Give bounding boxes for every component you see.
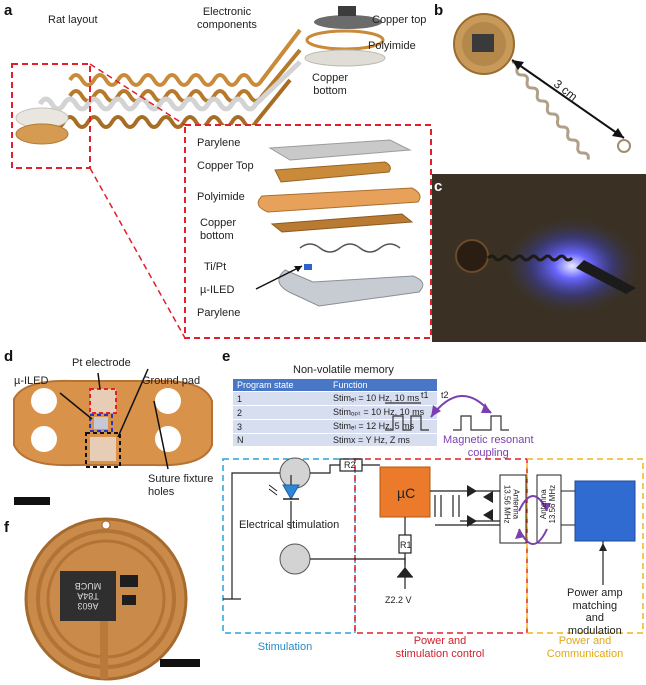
label-magnetic-coupling: Magnetic resonant coupling	[443, 434, 534, 459]
label-power-amp: Power amp matching and modulation	[567, 587, 623, 637]
panel-b: 3 cm	[432, 0, 646, 172]
table-row: 2 Stimₒₚₜ = 10 Hz, 10 ms	[233, 405, 437, 420]
label-uiled-d: µ-ILED	[14, 375, 49, 387]
memory-title: Non-volatile memory	[293, 364, 394, 376]
panel-e: Non-volatile memory Program state Functi…	[215, 345, 646, 685]
label-t2: t2	[441, 390, 449, 400]
table-header-function: Function	[329, 379, 437, 392]
table-row: 1 Stimₑₗ = 10 Hz, 10 ms	[233, 391, 437, 406]
label-polyimide: Polyimide	[368, 40, 416, 52]
panel-label-f: f	[4, 519, 9, 536]
table-header-program-state: Program state	[233, 379, 329, 392]
table-cell-state: 3	[233, 419, 329, 434]
label-copper-bottom: Copper bottom	[312, 72, 349, 97]
device-photo-b	[453, 13, 631, 160]
inset-label-polyimide: Polyimide	[197, 191, 245, 203]
program-state-table: Program state Function 1 Stimₑₗ = 10 Hz,…	[233, 379, 437, 447]
table-header-row: Program state Function	[233, 379, 437, 392]
exploded-device-illustration	[11, 6, 432, 339]
device-photo-f: A603 T84A MUCB	[24, 517, 200, 681]
table-row: N Stimx = Y Hz, Z ms	[233, 433, 437, 447]
circuit-schematic	[222, 395, 644, 634]
panel-label-b: b	[434, 2, 444, 19]
label-r2: R2	[344, 460, 356, 470]
table-cell-state: N	[233, 433, 329, 447]
label-electrical-stimulation: Electrical stimulation	[239, 519, 340, 531]
svg-text:MUCB: MUCB	[75, 581, 102, 591]
label-ground-pad: Ground pad	[142, 375, 201, 387]
section-label-power-comm: Power and Communication	[546, 635, 624, 660]
inset-label-parylene-bottom: Parylene	[197, 307, 241, 319]
svg-text:A603: A603	[77, 601, 98, 611]
label-pt-electrode: Pt electrode	[72, 357, 131, 369]
panel-label-e: e	[222, 348, 231, 365]
label-copper-top: Copper top	[372, 14, 427, 26]
label-rat-layout: Rat layout	[48, 14, 98, 26]
section-label-power-stim: Power and stimulation control	[395, 635, 485, 660]
section-label-stimulation: Stimulation	[257, 641, 313, 653]
panel-label-c: c	[434, 178, 443, 195]
table-cell-function: Stimₑₗ = 10 Hz, 10 ms	[329, 391, 437, 406]
panel-c-photo	[432, 174, 646, 342]
label-antenna-right: Antenna 13.56 MHz	[539, 484, 558, 524]
table-cell-function: Stimx = Y Hz, Z ms	[329, 433, 437, 447]
label-r1: R1	[400, 540, 412, 550]
inset-label-copper-bottom: Copper bottom	[200, 217, 237, 242]
label-microcontroller: µC	[397, 485, 416, 501]
panel-a: Rat layout Electronic components Copper …	[0, 0, 432, 345]
table-cell-function: Stimₒₚₜ = 10 Hz, 10 ms	[329, 405, 437, 420]
inset-label-copper-top: Copper Top	[197, 160, 254, 172]
inset-label-ti-pt: Ti/Pt	[204, 261, 227, 273]
panel-label-d: d	[4, 348, 14, 365]
inset-label-parylene-top: Parylene	[197, 137, 241, 149]
glowing-led-photo	[432, 174, 646, 342]
table-cell-state: 1	[233, 391, 329, 406]
inset-label-uiled: µ-ILED	[200, 284, 235, 296]
svg-text:T84A: T84A	[77, 591, 99, 601]
label-suture-holes: Suture fixture holes	[148, 473, 214, 498]
label-t1: t1	[421, 390, 429, 400]
panel-label-a: a	[4, 2, 13, 19]
label-zener: Z2.2 V	[385, 595, 412, 605]
table-cell-state: 2	[233, 405, 329, 420]
label-electronic-components: Electronic components	[197, 6, 257, 31]
electrode-photo-d	[13, 368, 213, 505]
label-antenna-left: Antenna 13.56 MHz	[502, 484, 521, 524]
panel-d: Pt electrode µ-ILED Ground pad Suture fi…	[0, 345, 215, 517]
panel-f: A603 T84A MUCB	[0, 517, 215, 685]
